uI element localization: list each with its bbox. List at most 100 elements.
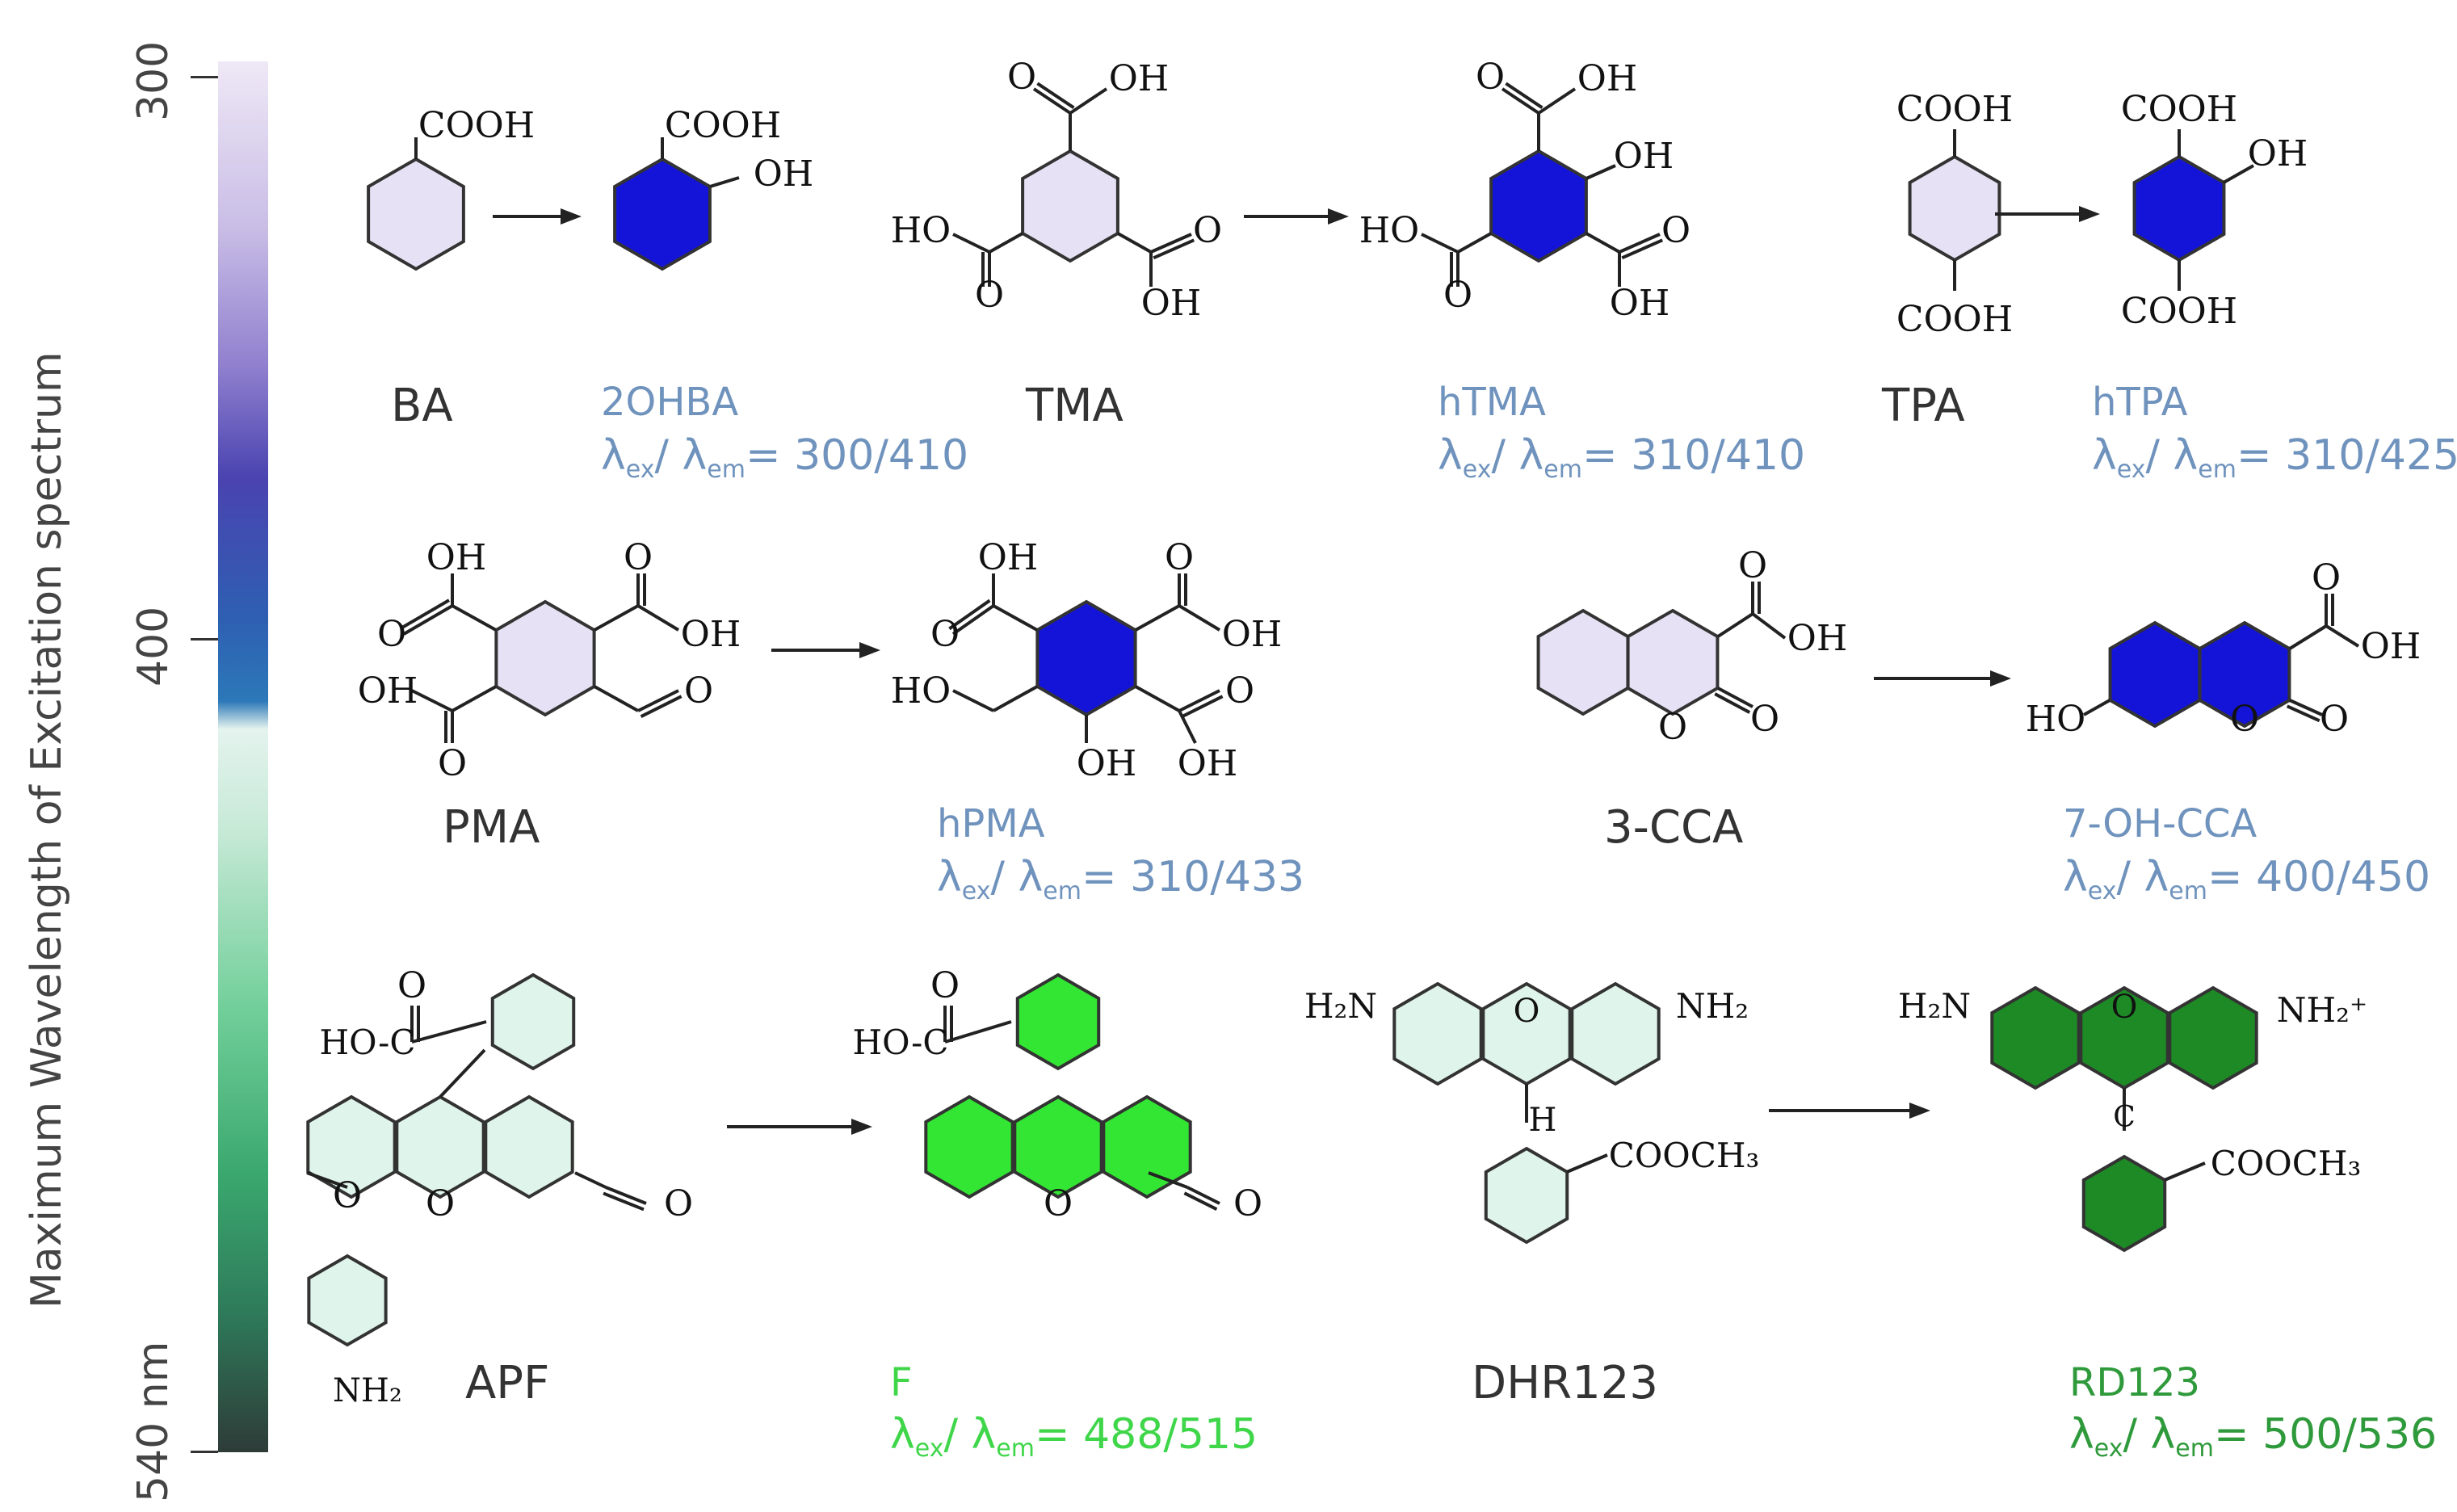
bond <box>2083 699 2110 716</box>
bond <box>1457 232 1492 254</box>
label-7OHCCA: 7-OH-CCA <box>2063 801 2258 846</box>
bond <box>1714 692 1751 714</box>
bond <box>993 685 1038 712</box>
group-OH: OH <box>1222 614 1282 655</box>
bond <box>1751 612 1787 640</box>
ring-APF-right <box>484 1094 574 1199</box>
group-H2N: H₂N <box>1898 986 1971 1026</box>
ring-3CCA-b <box>1626 608 1720 716</box>
bond <box>603 1191 645 1212</box>
bond <box>1036 82 1075 110</box>
bond <box>2223 164 2254 184</box>
group-HO: HO-C <box>853 1023 949 1062</box>
group-HO: HO <box>2026 699 2085 740</box>
group-H2N: H₂N <box>1304 986 1377 1026</box>
atom-O: O <box>397 965 426 1006</box>
bond <box>709 176 740 188</box>
bond <box>1178 710 1197 744</box>
group-HO: HO-C <box>320 1023 416 1062</box>
bond <box>399 598 450 630</box>
atom-O: O <box>930 614 960 655</box>
ring-F-left <box>924 1094 1014 1199</box>
bond <box>1153 238 1195 260</box>
bond <box>1181 695 1224 718</box>
bond <box>1501 87 1540 115</box>
bond <box>640 695 682 718</box>
label-2OHBA: 2OHBA <box>601 380 739 425</box>
bond <box>411 689 453 712</box>
bond <box>1505 82 1544 110</box>
atom-O: O <box>426 1183 455 1224</box>
atom-O: O <box>1661 210 1690 251</box>
ring-RD123-phenyl <box>2081 1154 2167 1253</box>
atom-O: O <box>438 743 467 784</box>
bond <box>2288 624 2328 650</box>
label-PMA: PMA <box>443 801 540 854</box>
bond <box>1586 164 1616 180</box>
bond <box>1621 238 1664 260</box>
ring-F-right <box>1102 1094 1192 1199</box>
atom-O: O <box>2111 989 2138 1026</box>
atom-O: O <box>1443 275 1472 316</box>
group-NH2: NH₂ <box>333 1372 402 1409</box>
atom-O: O <box>975 275 1004 316</box>
atom-O: O <box>684 670 713 712</box>
arrow-6-head <box>851 1119 872 1135</box>
tick-300 <box>191 76 218 78</box>
group-COOCH3: COOCH₃ <box>1609 1136 1760 1175</box>
bond <box>1186 1186 1220 1205</box>
bond <box>411 1020 487 1044</box>
bond <box>605 1186 647 1205</box>
group-OH: OH <box>978 537 1038 578</box>
tick-400 <box>191 638 218 640</box>
lambda-RD123: λex/ λem= 500/536 <box>2069 1410 2438 1463</box>
group-COOH: COOH <box>2121 291 2237 332</box>
wavelength-gradient-bar <box>218 61 268 1452</box>
bond <box>1178 689 1220 712</box>
ring-2OHBA <box>613 157 712 271</box>
ring-F-top <box>1015 972 1101 1071</box>
label-DHR123: DHR123 <box>1472 1357 1659 1409</box>
ring-DHR123-phenyl <box>1484 1146 1569 1245</box>
group-OH: OH <box>754 153 813 195</box>
atom-O: O <box>2230 699 2259 740</box>
ring-hTPA <box>2132 154 2226 262</box>
bond <box>636 604 680 632</box>
ring-BA <box>367 157 465 271</box>
arrow-3-head <box>2079 206 2100 222</box>
bond <box>1586 232 1620 254</box>
ring-DHR123-right <box>1570 981 1661 1086</box>
group-OH: OH <box>1109 58 1169 99</box>
bond <box>2325 624 2360 648</box>
ring-APF-top <box>490 972 576 1071</box>
ring-RD123-left <box>1990 985 2081 1090</box>
group-NH2plus: NH₂⁺ <box>2277 990 2367 1030</box>
label-BA: BA <box>391 380 453 432</box>
bond <box>452 604 497 632</box>
label-TMA: TMA <box>1026 380 1124 432</box>
bond <box>1717 687 1754 708</box>
group-HO: HO <box>891 210 951 251</box>
bond <box>948 598 991 631</box>
ring-7OHCCA-b <box>2198 620 2291 729</box>
group-HO: HO <box>891 670 951 712</box>
ring-3CCA-a <box>1536 608 1630 716</box>
atom-O: O <box>1514 993 1540 1030</box>
group-OH: OH <box>1077 743 1136 784</box>
atom-O: O <box>1193 210 1222 251</box>
group-OH: OH <box>1614 136 1674 177</box>
ring-hTMA <box>1489 149 1588 263</box>
atom-O: O <box>1165 537 1194 578</box>
bond <box>993 604 1038 632</box>
tick-540 <box>191 1451 218 1453</box>
group-OH: OH <box>1787 618 1847 659</box>
bond <box>306 1171 348 1189</box>
bond <box>2286 704 2320 723</box>
arrow-7-head <box>1909 1102 1930 1119</box>
bond <box>952 689 994 712</box>
atom-O: O <box>664 1183 693 1224</box>
bond <box>1178 604 1221 632</box>
atom-H: H <box>1529 1102 1557 1139</box>
ring-DHR123-left <box>1392 981 1483 1086</box>
